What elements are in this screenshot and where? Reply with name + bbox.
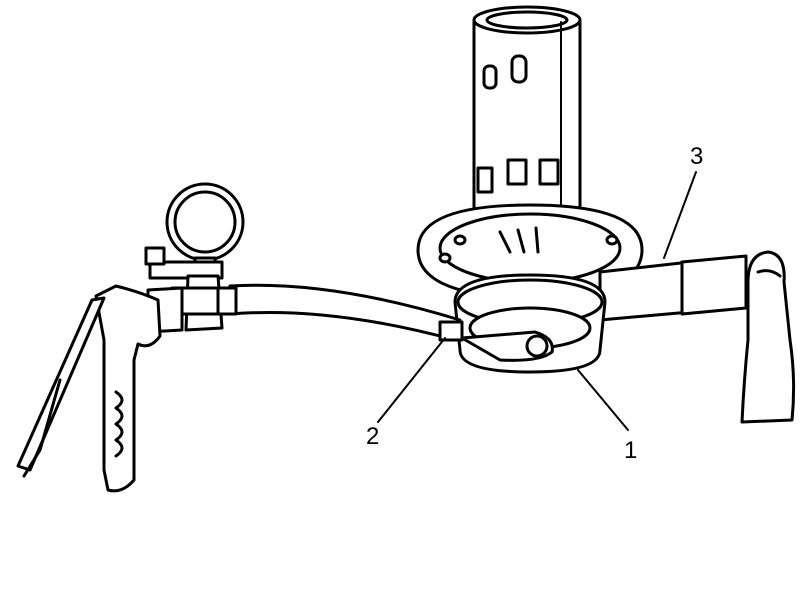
diaphragm-actuator bbox=[453, 273, 607, 374]
pump-handle bbox=[16, 284, 162, 493]
callout-3: 3 bbox=[690, 143, 703, 170]
thumb bbox=[740, 250, 796, 424]
vacuum-hose bbox=[228, 283, 464, 342]
canister bbox=[472, 5, 582, 220]
vacuum-pump-gauge bbox=[144, 182, 245, 334]
callout-1: 1 bbox=[624, 437, 637, 464]
leader-line-1 bbox=[577, 369, 629, 431]
leader-line-2 bbox=[377, 337, 446, 423]
mounting-flange bbox=[416, 203, 644, 300]
vacuum-port-pipe bbox=[598, 254, 748, 322]
callout-2: 2 bbox=[366, 423, 379, 450]
leader-lines bbox=[377, 171, 697, 431]
leader-line-3 bbox=[663, 171, 697, 259]
